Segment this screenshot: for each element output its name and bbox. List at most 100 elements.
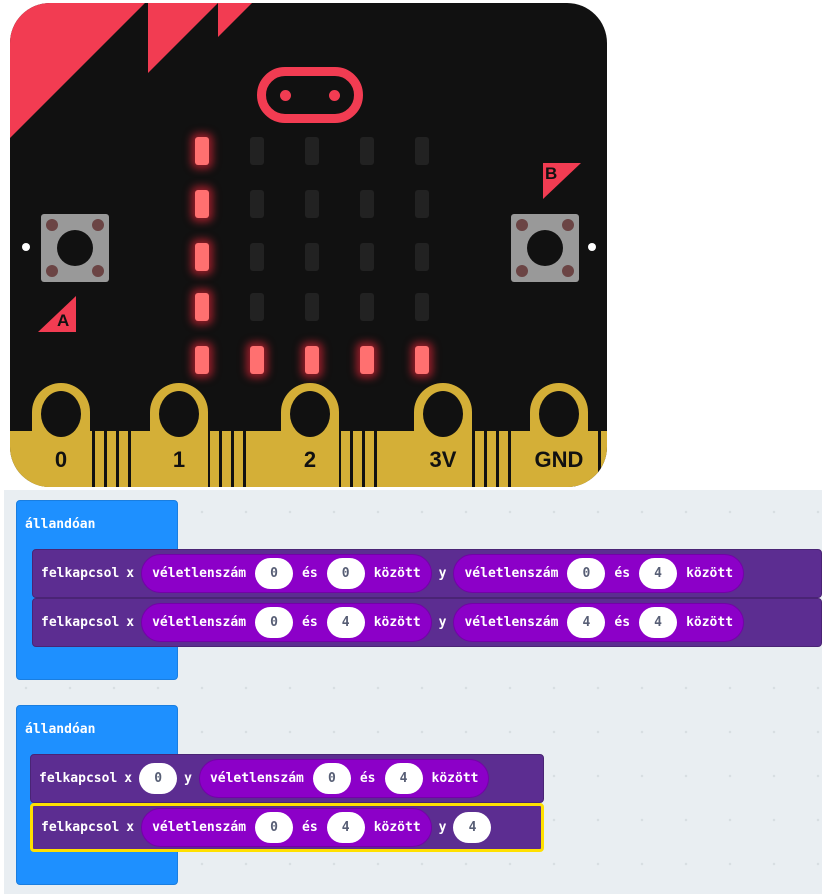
- edge-stripe: [104, 431, 107, 487]
- led[interactable]: [415, 243, 429, 271]
- pin-label: GND: [534, 447, 584, 472]
- min-input[interactable]: 0: [255, 812, 294, 843]
- x-label: x: [126, 615, 135, 630]
- random-label: véletlenszám: [152, 566, 247, 581]
- between-label: között: [373, 615, 421, 630]
- min-input[interactable]: 0: [255, 558, 294, 589]
- led[interactable]: [195, 243, 209, 271]
- led[interactable]: [250, 137, 264, 165]
- pin-hole: [539, 391, 579, 437]
- led[interactable]: [415, 190, 429, 218]
- led[interactable]: [195, 137, 209, 165]
- edge-stripe: [219, 431, 222, 487]
- edge-stripe: [350, 431, 353, 487]
- pin-label: 0: [54, 447, 68, 472]
- led[interactable]: [360, 293, 374, 321]
- max-input[interactable]: 4: [639, 607, 678, 638]
- plot-label: felkapcsol: [41, 566, 120, 581]
- led[interactable]: [360, 243, 374, 271]
- pin-hole: [159, 391, 199, 437]
- led[interactable]: [250, 190, 264, 218]
- random-label: véletlenszám: [152, 615, 247, 630]
- led[interactable]: [415, 346, 429, 374]
- led[interactable]: [360, 137, 374, 165]
- edge-stripe: [374, 431, 377, 487]
- x-label: x: [124, 771, 133, 786]
- led[interactable]: [415, 137, 429, 165]
- led[interactable]: [250, 293, 264, 321]
- max-input[interactable]: 4: [384, 763, 423, 794]
- led[interactable]: [305, 190, 319, 218]
- max-input[interactable]: 4: [639, 558, 678, 589]
- between-label: között: [431, 771, 479, 786]
- button-b-label: B: [545, 164, 558, 183]
- max-input[interactable]: 0: [326, 558, 365, 589]
- led[interactable]: [195, 293, 209, 321]
- led[interactable]: [250, 243, 264, 271]
- led[interactable]: [360, 190, 374, 218]
- number-input[interactable]: 0: [139, 763, 178, 794]
- and-label: és: [614, 615, 631, 630]
- random-number-block[interactable]: véletlenszám 0 és 4 között: [141, 808, 432, 847]
- pin-3v[interactable]: 3V: [414, 383, 472, 487]
- and-label: és: [359, 771, 376, 786]
- led[interactable]: [415, 293, 429, 321]
- edge-stripe: [128, 431, 131, 487]
- y-label: y: [438, 615, 447, 630]
- between-label: között: [686, 615, 734, 630]
- between-label: között: [686, 566, 734, 581]
- button-b[interactable]: [511, 214, 579, 282]
- led[interactable]: [305, 293, 319, 321]
- led[interactable]: [305, 243, 319, 271]
- pin-2[interactable]: 2: [281, 383, 339, 487]
- forever-label: állandóan: [25, 517, 96, 532]
- button-a[interactable]: [41, 214, 109, 282]
- x-label: x: [126, 820, 135, 835]
- led[interactable]: [195, 346, 209, 374]
- number-input[interactable]: 4: [453, 812, 492, 843]
- and-label: és: [302, 820, 318, 835]
- mount-hole: [22, 243, 30, 251]
- edge-stripe: [207, 431, 210, 487]
- pin-hole: [423, 391, 463, 437]
- led[interactable]: [305, 346, 319, 374]
- between-label: között: [373, 566, 421, 581]
- min-input[interactable]: 0: [567, 558, 606, 589]
- forever-label: állandóan: [25, 722, 96, 737]
- y-label: y: [438, 566, 447, 581]
- min-input[interactable]: 0: [312, 763, 351, 794]
- pin-gnd[interactable]: GND: [530, 383, 588, 487]
- pin-0[interactable]: 0: [32, 383, 90, 487]
- edge-stripe: [472, 431, 475, 487]
- edge-stripe: [496, 431, 499, 487]
- random-label: véletlenszám: [209, 771, 304, 786]
- pin-label: 1: [172, 447, 186, 472]
- between-label: között: [373, 820, 421, 835]
- pin-1[interactable]: 1: [150, 383, 208, 487]
- corner-decoration: [218, 3, 252, 37]
- pin-hole: [290, 391, 330, 437]
- y-label: y: [184, 771, 192, 786]
- led[interactable]: [195, 190, 209, 218]
- random-label: véletlenszám: [152, 820, 247, 835]
- led[interactable]: [250, 346, 264, 374]
- plot-label: felkapcsol: [39, 771, 118, 786]
- min-input[interactable]: 4: [567, 607, 606, 638]
- and-label: és: [614, 566, 631, 581]
- max-input[interactable]: 4: [326, 607, 365, 638]
- min-input[interactable]: 0: [255, 607, 294, 638]
- random-number-block[interactable]: véletlenszám 0 és 4 között: [198, 759, 490, 798]
- blocks-workspace[interactable]: állandóan felkapcsol x véletlenszám 0 és 0 közö…: [4, 490, 822, 894]
- corner-decoration: [10, 3, 145, 138]
- max-input[interactable]: 4: [326, 812, 365, 843]
- led[interactable]: [360, 346, 374, 374]
- led[interactable]: [305, 137, 319, 165]
